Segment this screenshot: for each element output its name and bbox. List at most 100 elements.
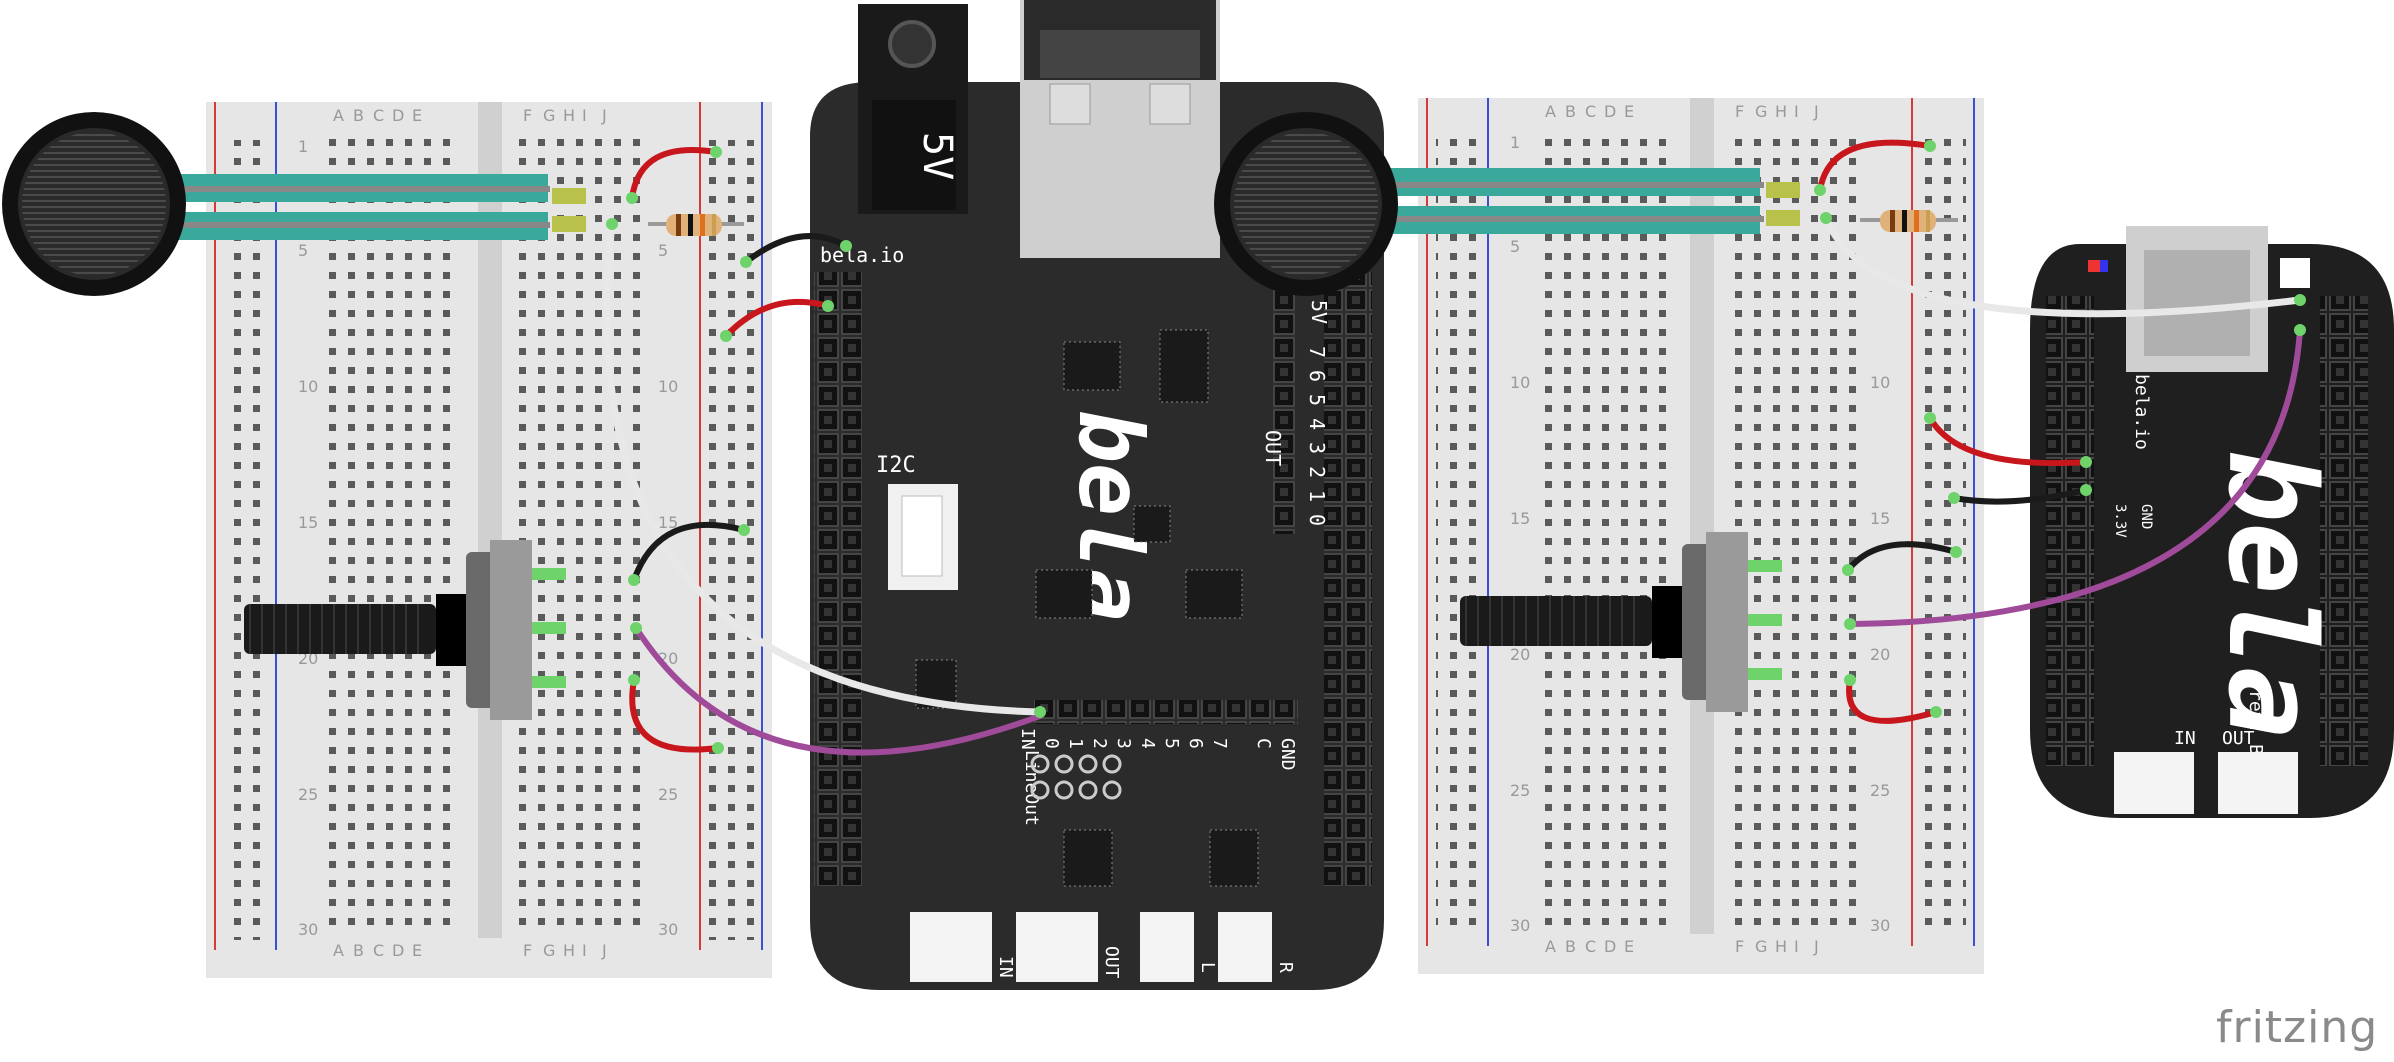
col-label-j-bottom: J: [601, 941, 607, 960]
speaker-r-connector: [1218, 912, 1272, 982]
wire-black: [631, 521, 747, 583]
chip: [1035, 569, 1093, 619]
i2c-label: I2C: [876, 453, 916, 478]
r-col-label-h-bottom: H: [1775, 937, 1787, 956]
r-col-label-j-bottom: J: [1813, 937, 1819, 956]
r-row-label-1: 1: [1510, 133, 1520, 152]
bela-mini-board: bela.io bela rev. B1 3.3V GND IN OUT: [2030, 226, 2394, 818]
row-label-15: 15: [298, 513, 318, 532]
header-left: [814, 272, 862, 886]
col-label-g-bottom: G: [543, 941, 555, 960]
resistor-right: [1860, 210, 1958, 232]
potentiometer-right: [1460, 532, 1782, 712]
mini-audio-in-connector: [2114, 752, 2194, 814]
chip: [1209, 829, 1259, 887]
analog-in-header: [1034, 700, 1298, 724]
digital-out-header: [1272, 290, 1296, 534]
r-col-label-c-bottom: C: [1585, 937, 1596, 956]
col-label-h-bottom: H: [563, 941, 575, 960]
row-label-10-right: 10: [658, 377, 678, 396]
col-label-b: B: [353, 106, 364, 125]
r-row-label-30-right: 30: [1870, 916, 1890, 935]
r-col-label-b-bottom: B: [1565, 937, 1576, 956]
mini-pin-3v3: 3.3V: [2112, 504, 2128, 538]
analog-pin-2: 2: [1089, 738, 1110, 749]
r-row-label-30: 30: [1510, 916, 1530, 935]
digital-out-label: OUT: [1261, 430, 1285, 466]
row-label-25-right: 25: [658, 785, 678, 804]
chip: [1159, 329, 1209, 403]
mini-pin-gnd: GND: [2138, 504, 2154, 529]
fsr-sensor-right: [1214, 112, 1800, 296]
mini-header-right: [2320, 296, 2368, 766]
digital-pin-0: 0: [1305, 514, 1329, 526]
digital-pin-2: 2: [1305, 466, 1329, 478]
col-label-c: C: [373, 106, 384, 125]
r-row-label-15-right: 15: [1870, 509, 1890, 528]
col-label-i: I: [582, 106, 587, 125]
header-right: [1324, 272, 1372, 886]
r-row-label-10: 10: [1510, 373, 1530, 392]
audio-out-label: OUT: [1101, 946, 1122, 979]
col-label-g: G: [543, 106, 555, 125]
r-row-label-5: 5: [1510, 237, 1520, 256]
mini-header-left: [2046, 296, 2094, 766]
connection-points: [606, 140, 2306, 754]
wire-black: [1951, 487, 2089, 505]
r-row-label-10-right: 10: [1870, 373, 1890, 392]
r-col-label-e-bottom: E: [1624, 937, 1634, 956]
r-col-label-d-bottom: D: [1604, 937, 1616, 956]
potentiometer-left: [244, 540, 566, 720]
mini-audio-in-label: IN: [2174, 728, 2196, 749]
row-label-15-right: 15: [658, 513, 678, 532]
analog-pin-gnd: GND: [1277, 738, 1298, 771]
col-label-c-bottom: C: [373, 941, 384, 960]
col-label-h: H: [563, 106, 575, 125]
button: [2280, 258, 2310, 288]
led: [2088, 260, 2100, 272]
chip: [1063, 829, 1113, 887]
r-col-label-b: B: [1565, 102, 1576, 121]
digital-pin-3: 3: [1305, 442, 1329, 454]
col-label-e: E: [412, 106, 422, 125]
row-label-5-right: 5: [658, 241, 668, 260]
analog-pin-in: IN: [1017, 728, 1038, 750]
fsr-sensor-left: [2, 112, 586, 296]
wire-red: [1817, 139, 1933, 193]
wire-red: [1927, 415, 2089, 467]
analog-pin-0: 0: [1041, 738, 1062, 749]
analog-pin-c: C: [1253, 738, 1274, 749]
r-col-label-g: G: [1755, 102, 1767, 121]
digital-pin-4: 4: [1305, 418, 1329, 430]
col-label-j: J: [601, 106, 607, 125]
breadboard-right: A B C D E F G H I J A B C D E F G H I J …: [1418, 98, 1984, 974]
col-label-a-bottom: A: [333, 941, 344, 960]
speaker-l-label: L: [1197, 962, 1218, 973]
analog-pin-1: 1: [1065, 738, 1086, 749]
col-label-b-bottom: B: [353, 941, 364, 960]
col-label-f: F: [523, 106, 532, 125]
col-label-a: A: [333, 106, 344, 125]
digital-pin-5v: 5V: [1307, 300, 1331, 324]
analog-pin-6: 6: [1185, 738, 1206, 749]
wire-purple: [1847, 327, 2303, 627]
resistor-left: [648, 214, 744, 236]
mini-audio-out-label: OUT: [2222, 728, 2255, 749]
chip: [1063, 341, 1121, 391]
r-col-label-f-bottom: F: [1735, 937, 1744, 956]
col-label-i-bottom: I: [582, 941, 587, 960]
r-row-label-25-right: 25: [1870, 781, 1890, 800]
wire-white: [1822, 214, 2304, 318]
mini-audio-out-connector: [2218, 752, 2298, 814]
analog-pin-5: 5: [1161, 738, 1182, 749]
analog-pin-4: 4: [1137, 738, 1158, 749]
audio-in-label: IN: [995, 956, 1016, 978]
breadboard-left: A B C D E F G H I J A B C D E F G H I J …: [206, 102, 772, 978]
wire-black: [743, 233, 849, 265]
wire-red: [1846, 677, 1939, 724]
wire-red: [629, 677, 721, 753]
row-label-10: 10: [298, 377, 318, 396]
row-label-30-right: 30: [658, 920, 678, 939]
col-label-d-bottom: D: [392, 941, 404, 960]
speaker-r-label: R: [1275, 962, 1296, 973]
